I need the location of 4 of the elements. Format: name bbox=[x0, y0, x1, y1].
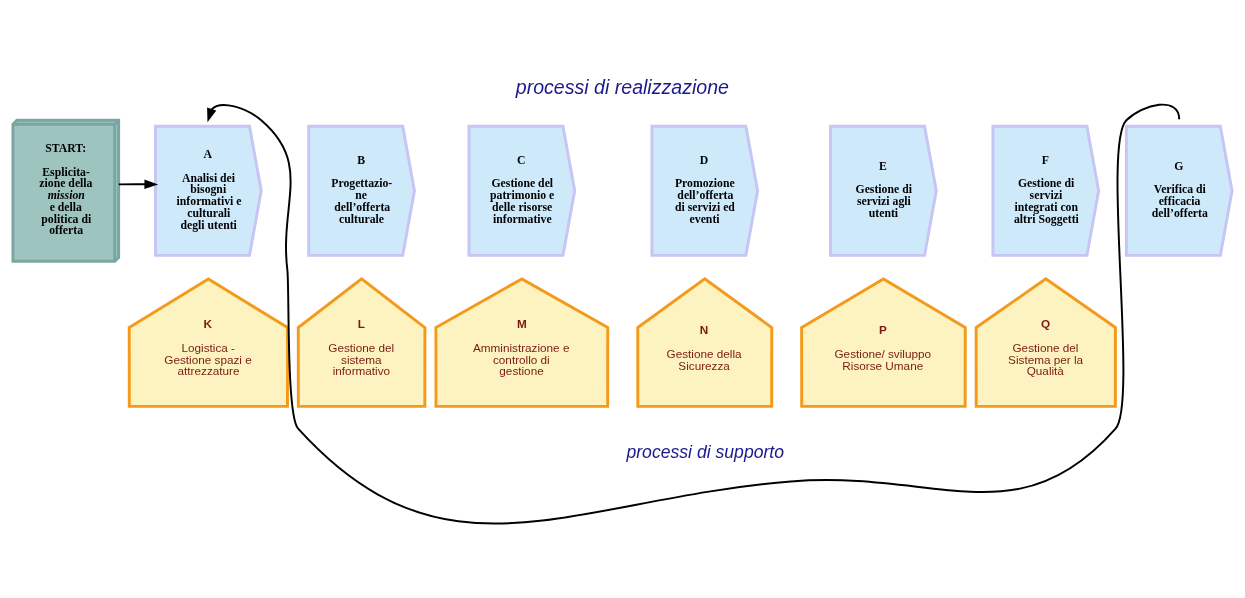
diagram-title: processi di realizzazione bbox=[515, 75, 729, 98]
arrow bbox=[207, 103, 1181, 524]
arrow bbox=[117, 178, 159, 189]
label: processi di supporto bbox=[626, 441, 785, 462]
